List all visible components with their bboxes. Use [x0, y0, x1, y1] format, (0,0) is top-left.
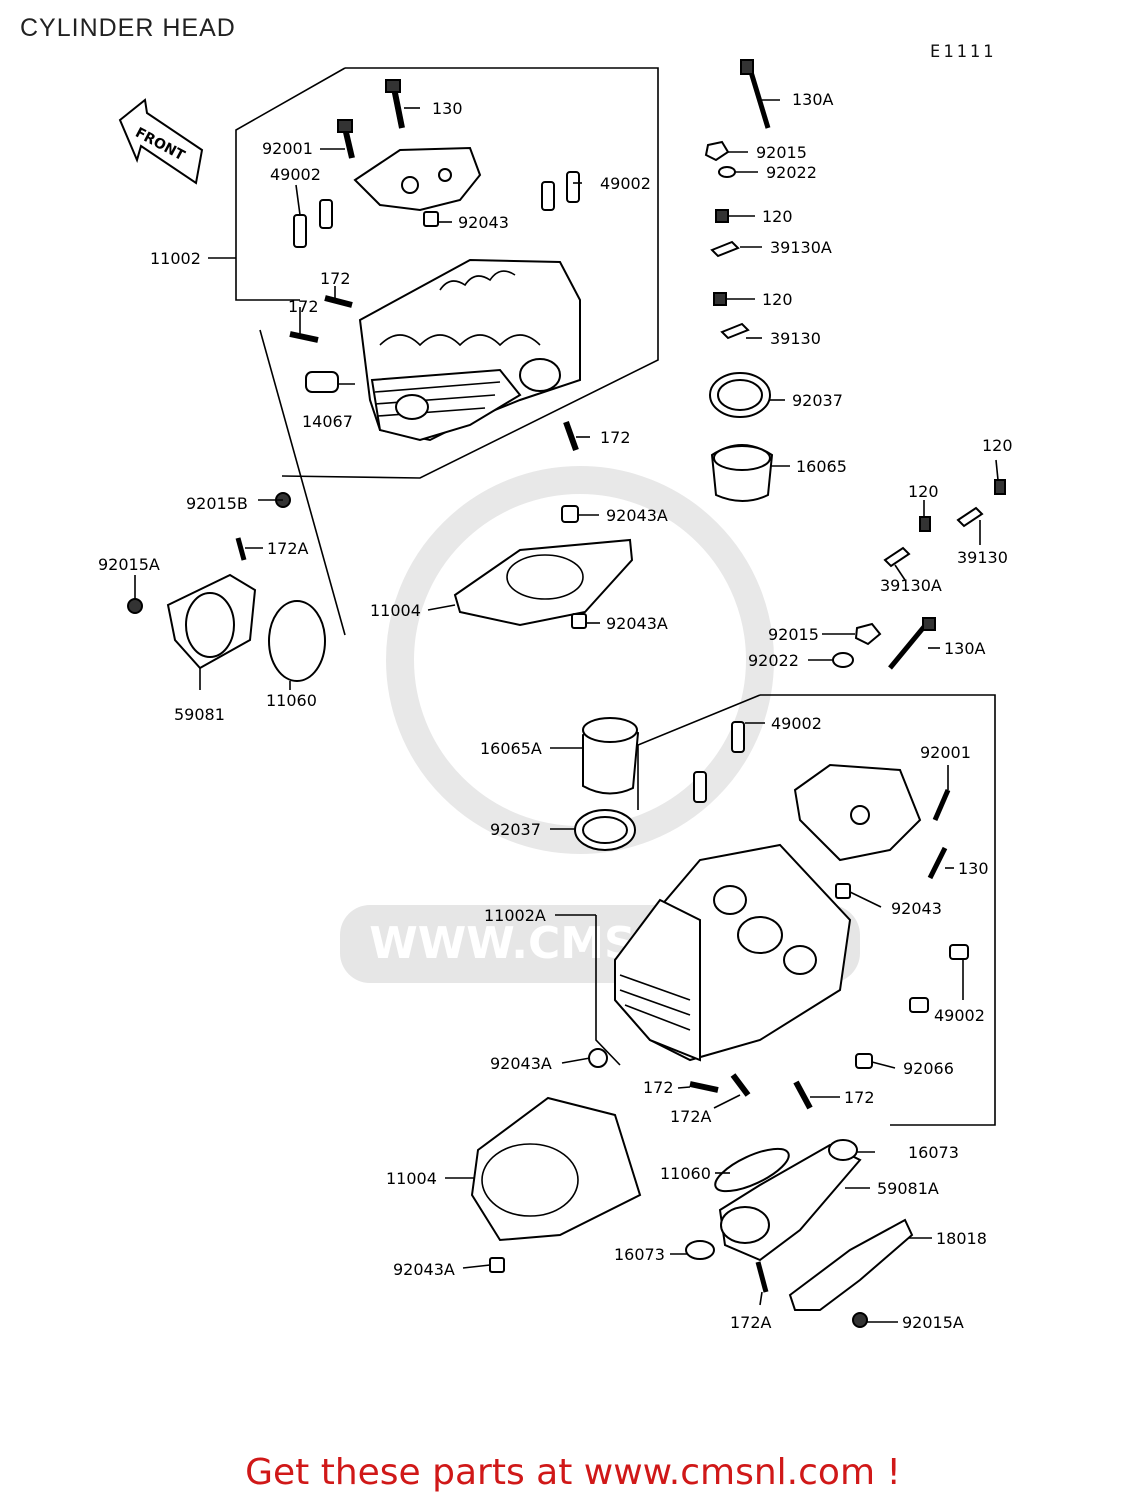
label-172a-bottom: 172A — [670, 1107, 712, 1126]
label-11002a: 11002A — [484, 906, 546, 925]
label-16073-a: 16073 — [908, 1143, 959, 1162]
label-11060-left: 11060 — [266, 691, 317, 710]
exploded-parts-diagram: WWW.CMSNL.COM FRONT — [98, 59, 1013, 1332]
label-130a-top: 130A — [792, 90, 834, 109]
label-172-e: 172 — [844, 1088, 875, 1107]
label-92043a-c: 92043A — [490, 1054, 552, 1073]
bottom-cylinder-head-assembly — [445, 617, 996, 1328]
label-49002-right: 49002 — [934, 1006, 985, 1025]
label-92015a-bottom: 92015A — [902, 1313, 964, 1332]
label-92015a-left: 92015A — [98, 555, 160, 574]
label-92043-right: 92043 — [891, 899, 942, 918]
label-11004-top: 11004 — [370, 601, 421, 620]
label-172-a: 172 — [320, 269, 351, 288]
label-130: 130 — [432, 99, 463, 118]
label-16073-b: 16073 — [614, 1245, 665, 1264]
label-39130-right: 39130 — [957, 548, 1008, 567]
label-92001-top: 92001 — [262, 139, 313, 158]
label-39130a-right: 39130A — [880, 576, 942, 595]
label-18018: 18018 — [936, 1229, 987, 1248]
label-59081: 59081 — [174, 705, 225, 724]
label-92022-top: 92022 — [766, 163, 817, 182]
label-49002-mid: 49002 — [771, 714, 822, 733]
label-120-c: 120 — [982, 436, 1013, 455]
label-92015-top: 92015 — [756, 143, 807, 162]
label-92022-mid: 92022 — [748, 651, 799, 670]
diagram-title: CYLINDER HEAD — [20, 14, 236, 42]
label-92037-bottom: 92037 — [490, 820, 541, 839]
top-cylinder-head-assembly — [127, 59, 1006, 690]
label-92043a-b: 92043A — [606, 614, 668, 633]
label-92015-mid: 92015 — [768, 625, 819, 644]
label-130a-mid: 130A — [944, 639, 986, 658]
label-92043a-a: 92043A — [606, 506, 668, 525]
label-11004-bottom: 11004 — [386, 1169, 437, 1188]
front-arrow: FRONT — [118, 98, 204, 185]
label-92066: 92066 — [903, 1059, 954, 1078]
label-172a-left: 172A — [267, 539, 309, 558]
label-92043a-d: 92043A — [393, 1260, 455, 1279]
footer-link[interactable]: Get these parts at www.cmsnl.com ! — [245, 1452, 901, 1493]
label-16065: 16065 — [796, 457, 847, 476]
label-92001-right: 92001 — [920, 743, 971, 762]
label-172-b: 172 — [288, 297, 319, 316]
diagram-code: E1111 — [930, 42, 997, 62]
label-92037-top: 92037 — [792, 391, 843, 410]
label-11060-bottom: 11060 — [660, 1164, 711, 1183]
label-14067: 14067 — [302, 412, 353, 431]
label-172-c: 172 — [600, 428, 631, 447]
label-39130a-top: 39130A — [770, 238, 832, 257]
label-120-a: 120 — [762, 207, 793, 226]
label-172-d: 172 — [643, 1078, 674, 1097]
label-120-d: 120 — [908, 482, 939, 501]
label-59081a: 59081A — [877, 1179, 939, 1198]
label-11002: 11002 — [150, 249, 201, 268]
label-92043-top: 92043 — [458, 213, 509, 232]
label-39130-top: 39130 — [770, 329, 821, 348]
label-120-b: 120 — [762, 290, 793, 309]
label-16065a: 16065A — [480, 739, 542, 758]
label-49002-top-right: 49002 — [600, 174, 651, 193]
part-number-labels: 130 130A 92001 92015 92022 49002 49002 9… — [98, 90, 1013, 1332]
label-172a-c: 172A — [730, 1313, 772, 1332]
label-92015b: 92015B — [186, 494, 248, 513]
label-130-right: 130 — [958, 859, 989, 878]
label-49002-top-left: 49002 — [270, 165, 321, 184]
